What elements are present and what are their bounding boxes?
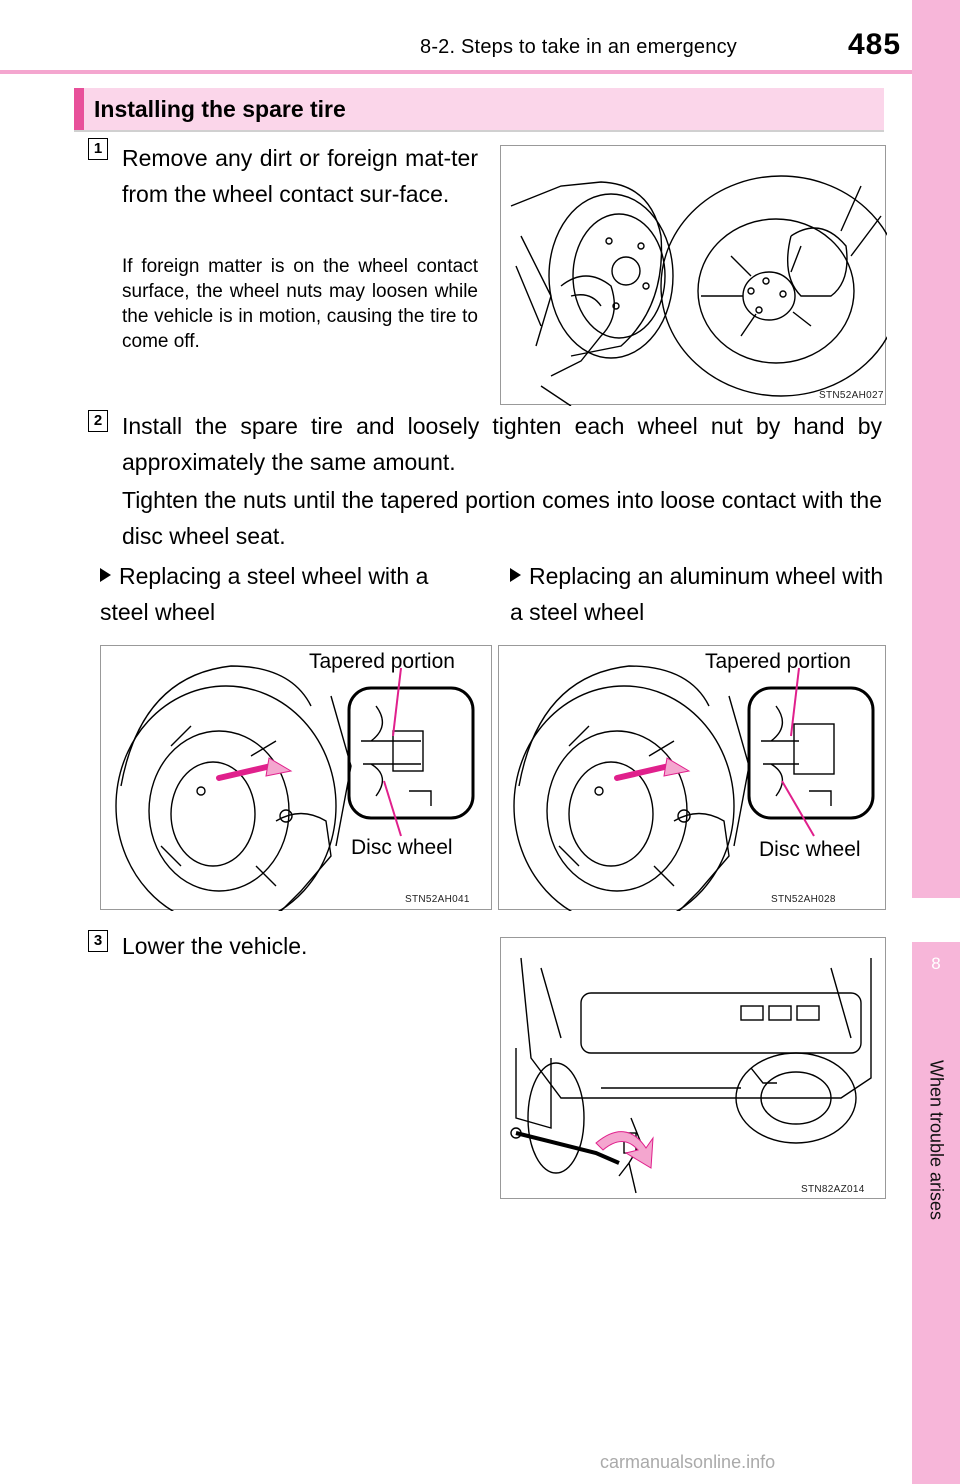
figure-code: STN52AH028 bbox=[771, 894, 836, 905]
figure-code: STN52AH027 bbox=[819, 390, 884, 401]
figure-aluminum-wheel: Tapered portion Disc wheel STN52AH028 bbox=[498, 645, 886, 911]
page-number: 485 bbox=[848, 28, 902, 61]
option-label: Replacing an aluminum wheel with a steel… bbox=[510, 563, 884, 625]
option-aluminum-to-steel: Replacing an aluminum wheel with a steel… bbox=[510, 558, 886, 630]
callout-tapered-portion: Tapered portion bbox=[705, 650, 851, 673]
section-title: Installing the spare tire bbox=[94, 96, 346, 122]
watermark: carmanualsonline.info bbox=[600, 1452, 776, 1472]
section-bar-shadow bbox=[74, 130, 884, 132]
step-1-note: If foreign matter is on the wheel contac… bbox=[122, 256, 478, 352]
figure-code: STN52AH041 bbox=[405, 894, 470, 905]
callout-disc-wheel: Disc wheel bbox=[351, 836, 453, 859]
chapter-title: When trouble arises bbox=[926, 1059, 947, 1221]
figure-code: STN82AZ014 bbox=[801, 1184, 865, 1195]
aluminum-wheel-illustration bbox=[513, 665, 875, 911]
step-badge-2: 2 bbox=[88, 410, 108, 432]
option-steel-to-steel: Replacing a steel wheel with a steel whe… bbox=[100, 558, 480, 630]
wheel-cleaning-illustration bbox=[510, 175, 887, 406]
bullet-triangle-icon bbox=[100, 568, 111, 582]
chapter-tab bbox=[912, 0, 960, 1484]
lower-vehicle-illustration bbox=[510, 957, 872, 1194]
step-3-text: Lower the vehicle. bbox=[122, 933, 308, 959]
step-1-text: Remove any dirt or foreign mat-ter from … bbox=[122, 145, 478, 207]
header-rule bbox=[0, 70, 912, 74]
steel-wheel-illustration bbox=[115, 665, 475, 911]
callout-disc-wheel: Disc wheel bbox=[759, 838, 861, 861]
bullet-triangle-icon bbox=[510, 568, 521, 582]
step-badge-3: 3 bbox=[88, 930, 108, 952]
header-section-title: 8-2. Steps to take in an emergency bbox=[420, 36, 737, 58]
step-2-detail: Tighten the nuts until the tapered porti… bbox=[122, 487, 882, 549]
figure-steel-wheel: Tapered portion Disc wheel STN52AH041 bbox=[100, 645, 492, 911]
chapter-number: 8 bbox=[931, 954, 941, 973]
step-badge-1: 1 bbox=[88, 138, 108, 160]
option-label: Replacing a steel wheel with a steel whe… bbox=[100, 563, 429, 625]
step-2-text: Install the spare tire and loosely tight… bbox=[122, 413, 882, 475]
section-bar bbox=[74, 88, 884, 130]
chapter-tab-gap bbox=[912, 898, 960, 942]
callout-tapered-portion: Tapered portion bbox=[309, 650, 455, 673]
figure-clean-wheel: STN52AH027 bbox=[500, 145, 887, 406]
figure-lower-vehicle: STN82AZ014 bbox=[500, 937, 886, 1199]
